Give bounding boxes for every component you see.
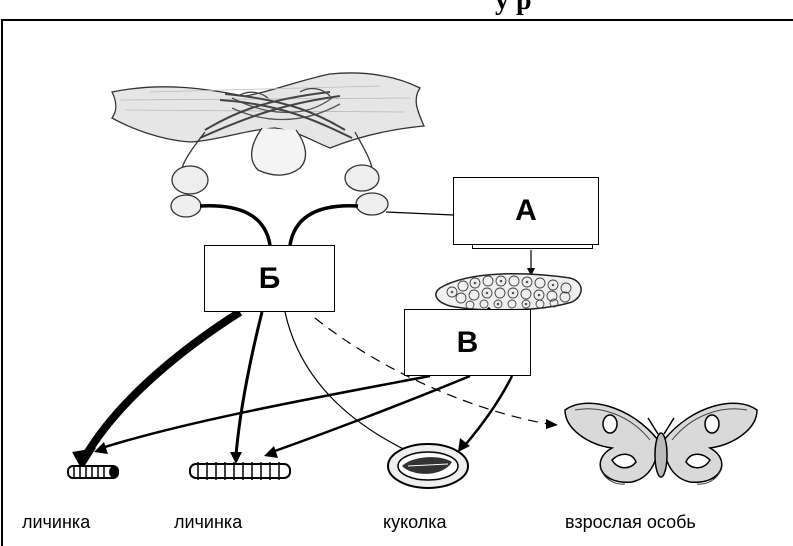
nerve-left <box>200 206 270 245</box>
larva-large-illustration <box>190 462 290 480</box>
brain-illustration <box>112 73 424 217</box>
gland-cells-illustration <box>436 274 581 310</box>
pupa-illustration <box>388 444 468 488</box>
box-a: А <box>453 177 599 245</box>
label-larva-2: личинка <box>174 512 242 533</box>
box-v: В <box>404 309 531 376</box>
box-b: Б <box>204 245 335 312</box>
arrow-v-pupa <box>466 376 512 444</box>
arrowhead-b-adult <box>546 419 558 429</box>
header-cut-text: у р <box>495 0 532 15</box>
arrow-b-pupa <box>285 312 418 456</box>
connector-gland-a <box>386 212 453 215</box>
arrowhead-v-larva2 <box>264 446 278 458</box>
moth-illustration <box>565 403 757 484</box>
nerve-right <box>290 206 358 245</box>
label-larva-1: личинка <box>22 512 90 533</box>
label-adult: взрослая особь <box>565 512 696 533</box>
arrowhead-b-larva2 <box>230 452 242 464</box>
arrow-b-larva2 <box>236 312 262 455</box>
label-pupa: куколка <box>383 512 447 533</box>
larva-small-illustration <box>68 466 119 478</box>
